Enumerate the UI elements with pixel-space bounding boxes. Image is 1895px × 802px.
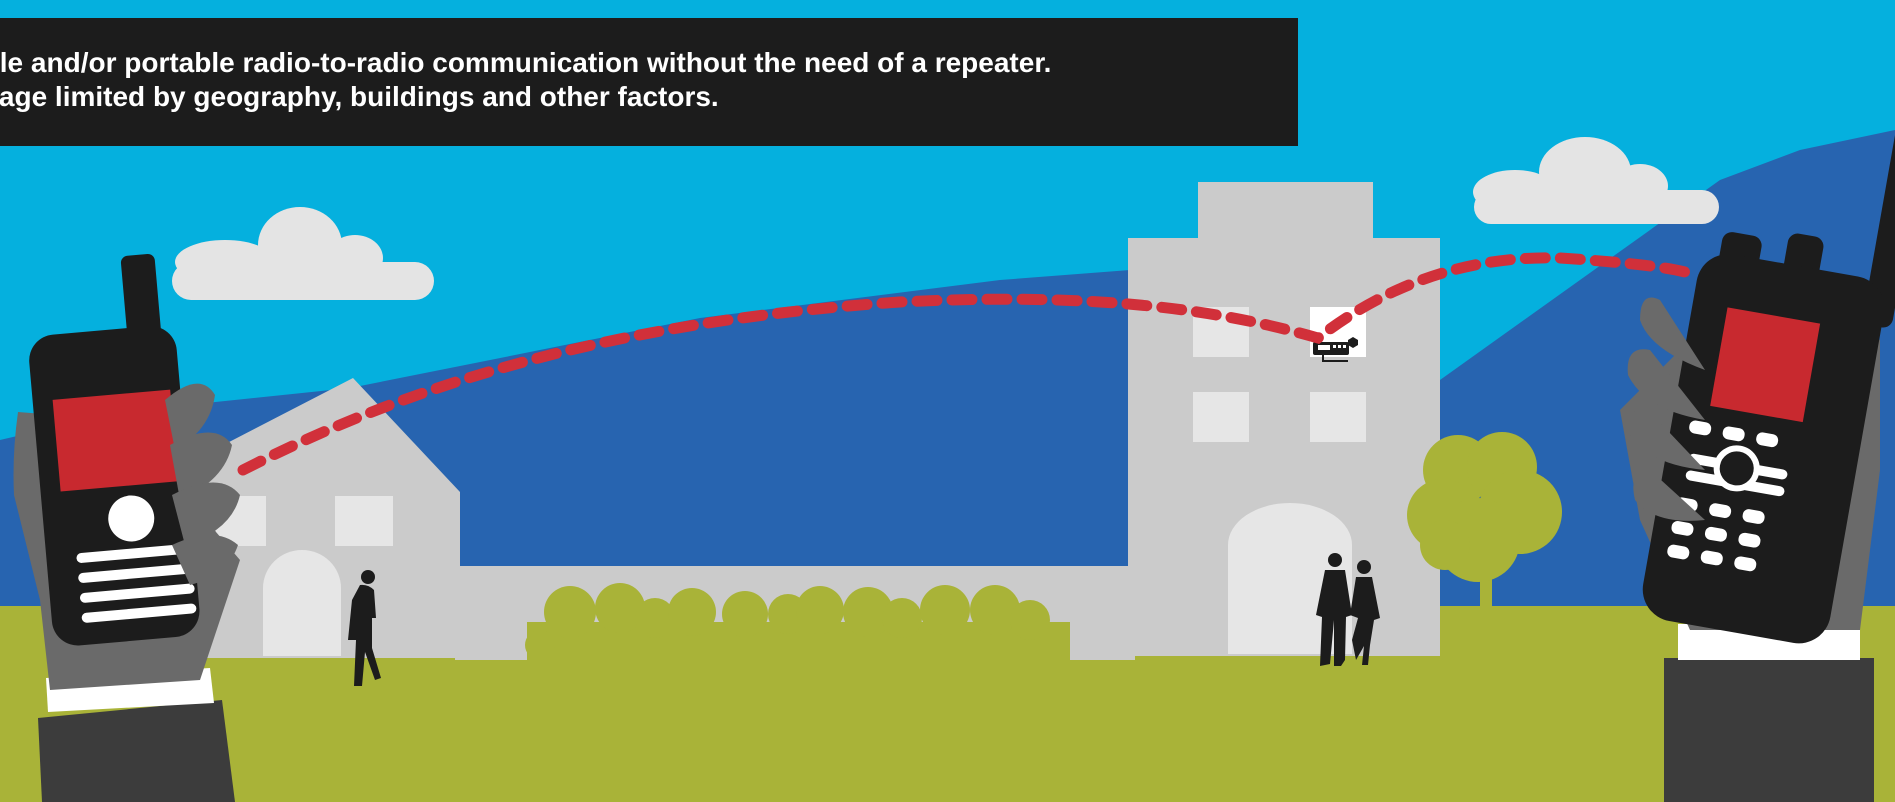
couple-silhouette: [1316, 553, 1380, 666]
office-building: [1128, 182, 1440, 656]
mobile-radio-icon: [1313, 337, 1358, 362]
caption-line-2: rage limited by geography, buildings and…: [0, 81, 719, 112]
caption-banner: ile and/or portable radio-to-radio commu…: [0, 18, 1298, 146]
hedge: [525, 583, 1070, 662]
left-hand-holding-radio: [13, 254, 240, 802]
handheld-radio-icon: [29, 254, 200, 646]
building-window: [1193, 392, 1249, 442]
cloud-right: [1473, 137, 1719, 224]
right-hand-holding-radio: [1620, 30, 1895, 802]
cloud-left: [172, 207, 434, 300]
caption-line-1: ile and/or portable radio-to-radio commu…: [0, 47, 1052, 78]
tree: [1407, 432, 1562, 610]
building-window: [1310, 392, 1366, 442]
house-window: [335, 496, 393, 546]
signal-path: [237, 252, 1691, 476]
person-silhouette: [348, 570, 381, 686]
house-door: [263, 550, 341, 656]
handheld-radio-icon: [1642, 30, 1895, 644]
